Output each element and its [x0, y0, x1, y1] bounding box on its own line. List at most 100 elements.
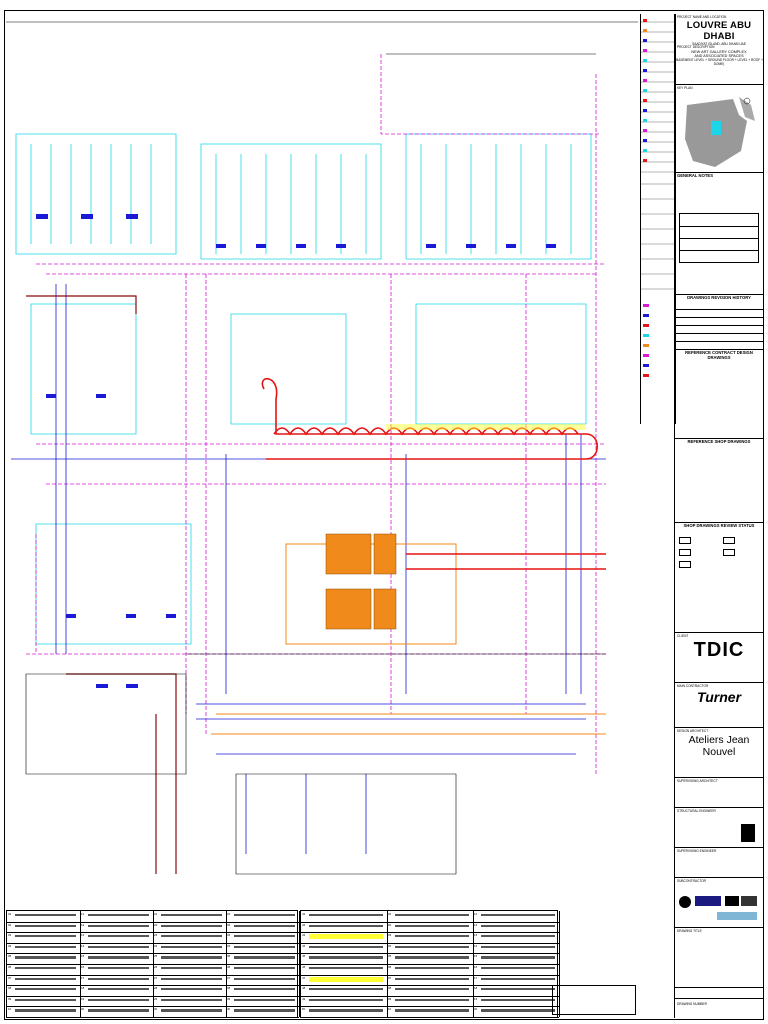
- legend-swatches: [641, 19, 675, 377]
- schedule-row-code: [234, 945, 295, 948]
- schedule-row-number: 06: [8, 966, 12, 969]
- schedule-row-code: [309, 988, 383, 991]
- schedule-row-code: [481, 1009, 555, 1012]
- schedule-row-code: [161, 935, 222, 938]
- schedule-row-code: [481, 988, 555, 991]
- schedule-row-code: [395, 998, 469, 1001]
- schedule-row-code: [309, 924, 383, 927]
- schedule-row-rule: [473, 1017, 559, 1018]
- schedule-col-rule: [559, 911, 560, 1017]
- building-label: PROJECT DESCRIPTION: [677, 45, 715, 49]
- schedule-row-number: 19: [81, 997, 85, 1001]
- key-plan-label: KEY PLAN: [677, 86, 693, 90]
- schedule-row-number: 13: [81, 934, 85, 938]
- schedule-row-code: [395, 977, 469, 980]
- schedule-row-number: 14: [474, 944, 478, 948]
- schedule-row-code: [234, 924, 295, 927]
- schedule-row-rule: [301, 1017, 387, 1018]
- schedule-row-number: 03: [388, 934, 392, 938]
- building-line2: AND ASSOCIATED SPACES: [694, 54, 744, 58]
- drawing-number-label: DRAWING NUMBER: [677, 1002, 707, 1006]
- schedule-row-rule: [387, 942, 473, 944]
- schedule-row-rule: [80, 1017, 153, 1018]
- reference-shop-section: REFERENCE SHOP DRAWINGS: [675, 438, 763, 522]
- schedule-row-code: [481, 935, 555, 938]
- schedule-row-code: [161, 945, 222, 948]
- schedule-row-rule: [80, 974, 153, 976]
- schedule-row-number: 16: [81, 966, 85, 969]
- consultant-label: SUPERVISING ARCHITECT: [677, 779, 718, 783]
- schedule-row-code: [234, 977, 295, 980]
- revision-history-heading: DRAWINGS REVISION HISTORY: [687, 295, 751, 300]
- schedule-row-rule: [80, 1006, 153, 1008]
- schedule-row-code: [15, 967, 76, 970]
- schedule-row-number: 21: [154, 913, 158, 916]
- schedule-row-code: [234, 914, 295, 917]
- schedule-row-rule: [301, 1006, 387, 1008]
- project-section: PROJECT NAME AND LOCATION LOUVRE ABU DHA…: [675, 14, 763, 64]
- schedule-row-rule: [387, 964, 473, 965]
- schedule-row-code: [481, 967, 555, 970]
- schedule-row-number: 48: [302, 987, 306, 991]
- schedule-row-code: [309, 945, 383, 948]
- schedule-row-rule: [226, 942, 299, 944]
- schedule-row-number: 34: [227, 944, 231, 948]
- schedule-row-number: 50: [302, 1008, 306, 1012]
- reference-shop-heading: REFERENCE SHOP DRAWINGS: [687, 439, 751, 444]
- schedule-row-number: 47: [302, 976, 306, 980]
- schedule-row-number: 45: [302, 955, 306, 959]
- schedule-row-rule: [7, 1017, 80, 1018]
- schedule-row-code: [395, 945, 469, 948]
- revision-history-section: DRAWINGS REVISION HISTORY: [675, 294, 763, 349]
- schedule-row-rule: [473, 942, 559, 944]
- schedule-row-number: 38: [227, 987, 231, 991]
- schedule-row-number: 05: [8, 955, 12, 959]
- schedule-row-code: [395, 924, 469, 927]
- schedule-row-number: 09: [8, 997, 12, 1001]
- legend-strip: [640, 14, 676, 424]
- schedule-row-code: [481, 956, 555, 959]
- schedule-row-code: [88, 998, 149, 1001]
- schedule-row-number: 08: [8, 987, 12, 991]
- reference-contract-heading: REFERENCE CONTRACT DESIGN DRAWINGS: [685, 350, 753, 360]
- general-notes-table: [679, 213, 759, 263]
- schedule-row-code: [234, 967, 295, 970]
- schedule-row-rule: [153, 942, 226, 944]
- schedule-row-code: [15, 935, 76, 938]
- status-box-b: [723, 537, 735, 544]
- project-location: SAADIYAT ISLAND, ABU DHABI UAE: [692, 42, 746, 46]
- schedule-row-rule: [226, 1006, 299, 1008]
- schedule-row-number: 14: [81, 944, 85, 948]
- schedule-row-rule: [153, 1006, 226, 1008]
- schedule-row-code: [15, 988, 76, 991]
- schedule-row-number: 13: [474, 934, 478, 938]
- schedule-row-code: [161, 1009, 222, 1012]
- schedule-row-rule: [226, 921, 299, 923]
- schedule-row-rule: [226, 974, 299, 976]
- schedule-row-code: [309, 998, 383, 1001]
- schedule-row-rule: [473, 1006, 559, 1008]
- schedule-row-rule: [153, 964, 226, 965]
- schedule-row-rule: [80, 995, 153, 997]
- project-name: LOUVRE ABU DHABI: [686, 20, 752, 42]
- schedule-row-number: 05: [388, 955, 392, 959]
- schedule-row-number: 30: [154, 1008, 158, 1012]
- schedule-row-rule: [153, 932, 226, 934]
- schedule-row-rule: [473, 964, 559, 965]
- schedule-row-rule: [226, 1017, 299, 1018]
- schedule-row-number: 10: [8, 1008, 12, 1012]
- schedule-row-rule: [153, 921, 226, 923]
- reference-contract-section: REFERENCE CONTRACT DESIGN DRAWINGS: [675, 349, 763, 437]
- schedule-row-code: [234, 1009, 295, 1012]
- schedule-row-code: [481, 924, 555, 927]
- mep-label: SUPERVISING ENGINEER: [677, 849, 717, 853]
- schedule-row-rule: [226, 985, 299, 987]
- schedule-row-rule: [473, 921, 559, 923]
- schedule-row-code: [481, 977, 555, 980]
- schedule-row-rule: [301, 953, 387, 955]
- schedule-row-number: 43: [302, 934, 306, 938]
- schedule-row-number: 44: [302, 944, 306, 948]
- schedule-row-code: [161, 914, 222, 917]
- review-status-section: SHOP DRAWINGS REVIEW STATUS: [675, 522, 763, 592]
